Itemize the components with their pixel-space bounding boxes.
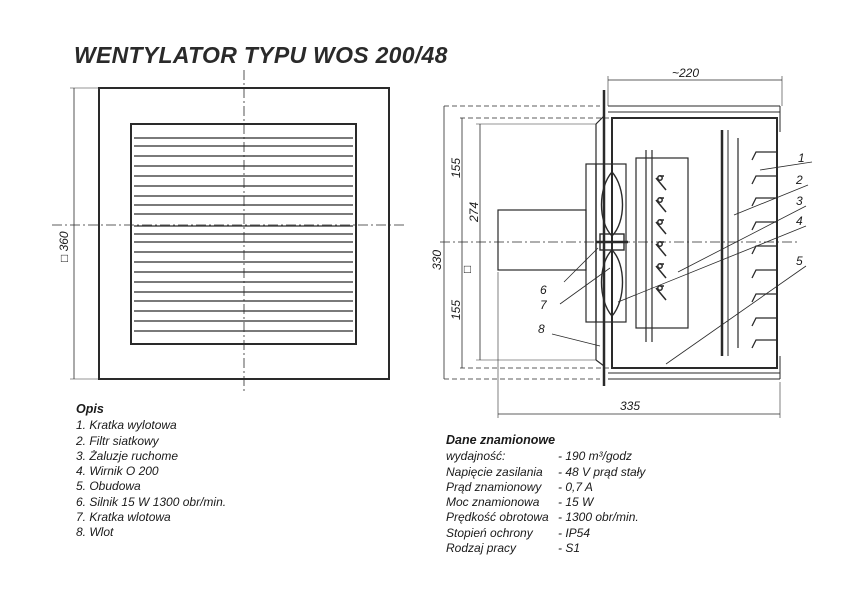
dim-total-height: 330 bbox=[430, 250, 444, 270]
dim-upper-half: 155 bbox=[449, 158, 463, 178]
callout-8: 8 bbox=[538, 322, 545, 336]
dim-total-length: 335 bbox=[620, 399, 640, 413]
dim-overall-depth: ~220 bbox=[672, 66, 699, 80]
ratings-row: Napięcie zasilania - 48 V prąd stały bbox=[446, 465, 645, 480]
rating-value: - 190 m³/godz bbox=[558, 449, 633, 464]
description-item: 8. Wlot bbox=[76, 525, 114, 540]
rating-label: Moc znamionowa bbox=[446, 495, 540, 510]
description-item: 3. Żaluzje ruchome bbox=[76, 448, 179, 463]
ratings-row: wydajność: - 190 m³/godz bbox=[446, 449, 645, 464]
dim-inner-height: 274 bbox=[467, 202, 481, 223]
rating-value: - S1 bbox=[558, 541, 581, 556]
ratings-row: Prąd znamionowy - 0,7 A bbox=[446, 480, 645, 495]
front-view bbox=[52, 70, 404, 392]
callout-7: 7 bbox=[540, 298, 548, 312]
rating-value: - 0,7 A bbox=[558, 479, 593, 494]
callout-2: 2 bbox=[795, 173, 803, 187]
description-item: 6. Silnik 15 W 1300 obr/min. bbox=[76, 494, 227, 509]
description-item: 5. Obudowa bbox=[76, 479, 141, 494]
rating-label: Prędkość obrotowa bbox=[446, 510, 549, 525]
ratings-heading: Dane znamionowe bbox=[446, 433, 556, 447]
callout-6: 6 bbox=[540, 283, 547, 297]
callout-1: 1 bbox=[798, 151, 805, 165]
callout-3: 3 bbox=[796, 194, 803, 208]
dim-square-mark: □ bbox=[460, 266, 474, 273]
ratings-row: Stopień ochrony - IP54 bbox=[446, 526, 645, 541]
description-item: 4. Wirnik O 200 bbox=[76, 464, 159, 479]
callout-5: 5 bbox=[796, 254, 803, 268]
rating-value: - 1300 obr/min. bbox=[558, 510, 639, 525]
description-heading: Opis bbox=[76, 402, 104, 416]
description-item: 2. Filtr siatkowy bbox=[76, 433, 159, 448]
side-view bbox=[440, 76, 813, 418]
dim-front-height: □ 360 bbox=[57, 231, 71, 262]
rating-value: - IP54 bbox=[558, 525, 591, 540]
rating-value: - 48 V prąd stały bbox=[558, 464, 646, 479]
rating-label: Rodzaj pracy bbox=[446, 541, 517, 556]
description-item: 1. Kratka wylotowa bbox=[76, 418, 177, 433]
page-title: WENTYLATOR TYPU WOS 200/48 bbox=[74, 42, 448, 68]
rating-label: Prąd znamionowy bbox=[446, 479, 542, 494]
rating-label: Napięcie zasilania bbox=[446, 464, 543, 479]
ratings-row: Prędkość obrotowa - 1300 obr/min. bbox=[446, 510, 645, 525]
rating-value: - 15 W bbox=[558, 495, 594, 510]
ratings-row: Rodzaj pracy - S1 bbox=[446, 541, 645, 556]
rating-label: Stopień ochrony bbox=[446, 525, 533, 540]
dim-lower-half: 155 bbox=[449, 300, 463, 320]
callout-4: 4 bbox=[796, 214, 803, 228]
description-item: 7. Kratka wlotowa bbox=[76, 510, 171, 525]
rating-label: wydajność: bbox=[446, 449, 506, 464]
ratings-row: Moc znamionowa - 15 W bbox=[446, 495, 645, 510]
